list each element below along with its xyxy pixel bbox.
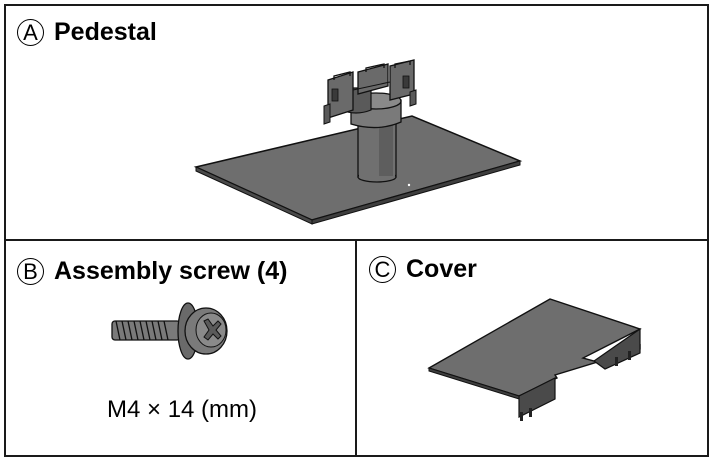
cover-title: Cover [406,255,477,283]
assembly-screw-title: Assembly screw (4) [54,257,288,285]
cover-marker: C [369,256,396,283]
assembly-screw-heading: B Assembly screw (4) [17,257,287,286]
pedestal-heading: A Pedestal [17,18,157,47]
assembly-screw-marker: B [17,258,44,285]
pedestal-marker: A [17,19,44,46]
cover-heading: C Cover [369,255,477,284]
screw-size-spec: M4 × 14 (mm) [107,396,258,423]
panel-pedestal: A Pedestal [4,4,709,241]
pedestal-title: Pedestal [54,18,157,46]
panel-cover: C Cover [355,239,709,457]
pedestal-illustration [193,59,523,225]
cover-illustration [427,298,642,421]
screw-illustration [111,302,228,360]
panel-assembly-screw: B Assembly screw (4) [4,239,357,457]
